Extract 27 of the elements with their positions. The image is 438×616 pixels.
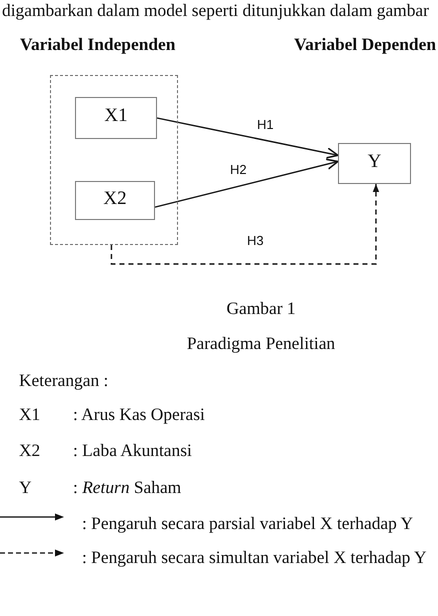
- variable-label: X1: [104, 106, 128, 126]
- body-text: digambarkan dalam model seperti ditunjukkan dalam gambar: [2, 0, 429, 20]
- variable-description: : Return Saham: [73, 477, 182, 497]
- figure-title: Paradigma Penelitian: [186, 333, 336, 353]
- legend-text: : Pengaruh secara simultan variabel X terhadap Y: [82, 547, 427, 567]
- legend-text: : Pengaruh secara parsial variabel X terhadap Y: [82, 513, 414, 533]
- variable-symbol: X2: [19, 440, 40, 460]
- column-heading: Variabel Independen: [20, 34, 176, 54]
- variable-description: : Laba Akuntansi: [73, 440, 192, 460]
- figure-number: Gambar 1: [226, 298, 296, 318]
- variable-box: [338, 143, 411, 184]
- column-heading: Variabel Dependen: [294, 34, 436, 54]
- arrow: [154, 158, 339, 208]
- edge-label: H2: [229, 162, 248, 177]
- edge-label: H3: [246, 233, 265, 248]
- edge-label: H1: [256, 117, 275, 132]
- variable-label: Y: [368, 152, 382, 172]
- dashed-group-box: [50, 75, 178, 245]
- variable-box: [75, 181, 155, 220]
- legend-heading: Keterangan :: [19, 370, 108, 390]
- variable-box: [75, 97, 157, 139]
- variable-label: X2: [103, 188, 127, 208]
- dashed-arrow: [110, 184, 380, 265]
- variable-symbol: X1: [19, 404, 40, 424]
- variable-symbol: Y: [19, 477, 32, 497]
- arrow: [156, 117, 339, 159]
- variable-description: : Arus Kas Operasi: [73, 404, 205, 424]
